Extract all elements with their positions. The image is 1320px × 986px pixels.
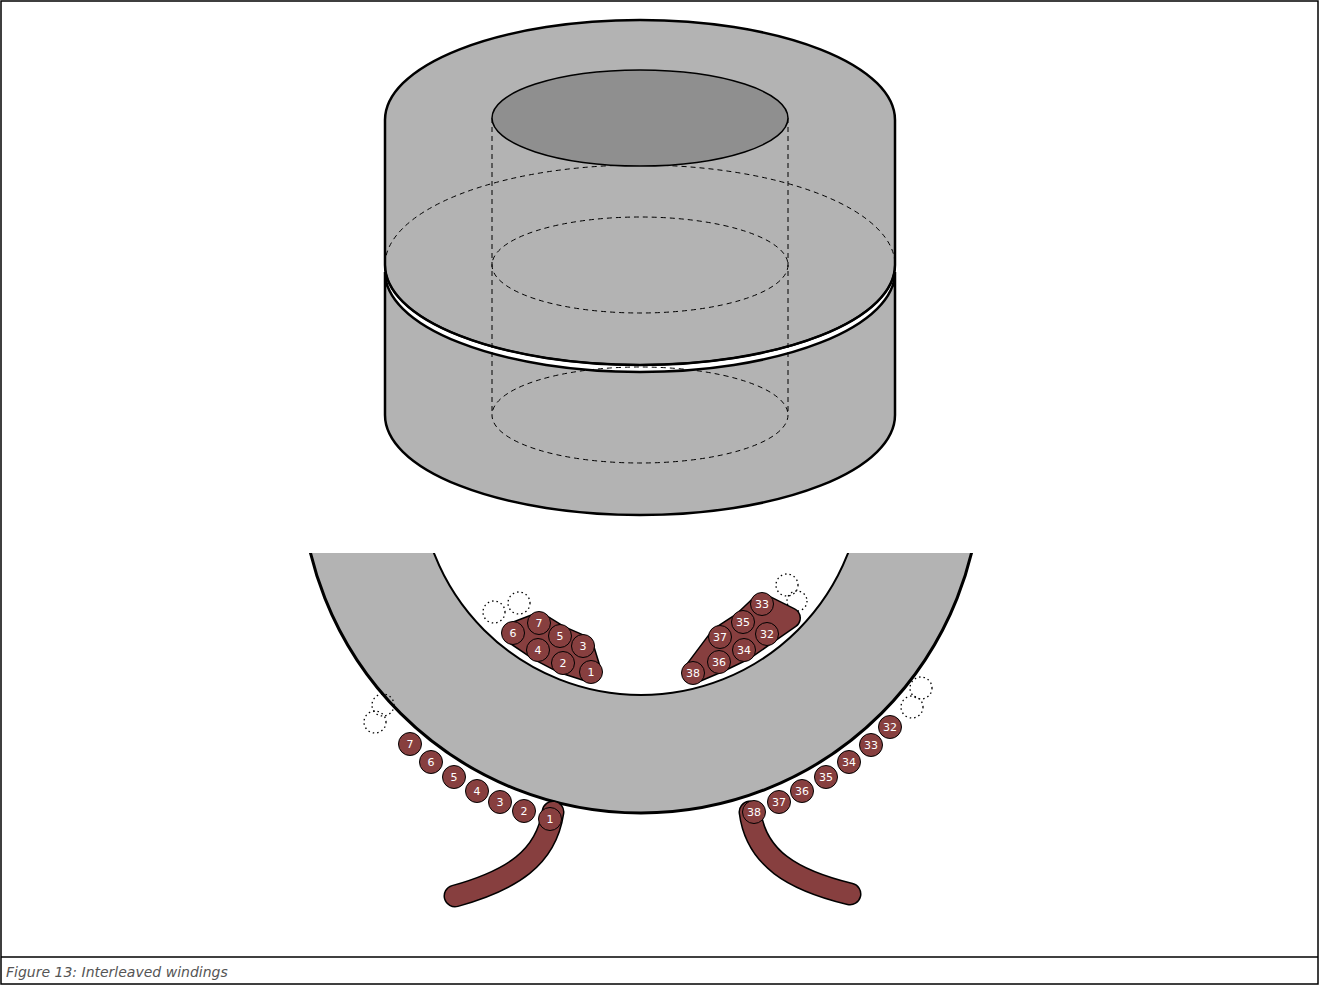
caption-divider [1,956,1318,958]
turn-number: 35 [819,772,833,783]
figure-caption: Figure 13: Interleaved windings [6,964,228,980]
winding-turn: 33 [750,592,774,616]
turn-number: 7 [536,618,543,629]
winding-turn: 34 [732,638,756,662]
turn-number: 2 [560,658,567,669]
winding-turn: 37 [767,790,791,814]
turn-number: 34 [737,645,751,656]
core-3d [385,20,895,515]
turn-number: 1 [547,814,554,825]
winding-turn: 7 [398,732,422,756]
winding-turn: 33 [859,733,883,757]
turn-number: 5 [451,772,458,783]
winding-turn: 7 [527,611,551,635]
winding-turn: 5 [442,765,466,789]
winding-turn: 32 [878,715,902,739]
winding-turn: 6 [501,621,525,645]
hidden-turns [364,574,932,733]
turn-number: 4 [535,645,542,656]
winding-turn: 36 [790,779,814,803]
turn-number: 1 [588,667,595,678]
turn-number: 32 [883,722,897,733]
turn-number: 5 [557,631,564,642]
winding-turn: 36 [707,650,731,674]
winding-turn: 37 [708,625,732,649]
turn-number: 33 [755,599,769,610]
turn-number: 32 [760,629,774,640]
turn-number: 38 [686,668,700,679]
turn-number: 6 [510,628,517,639]
winding-turn: 2 [512,799,536,823]
turn-number: 37 [713,632,727,643]
turn-number: 37 [772,797,786,808]
turn-number: 6 [428,757,435,768]
winding-turn: 1 [538,807,562,831]
turn-number: 33 [864,740,878,751]
winding-turn: 3 [488,790,512,814]
core-section [301,553,981,813]
winding-turn: 32 [755,622,779,646]
turn-number: 38 [747,807,761,818]
turn-number: 3 [580,641,587,652]
winding-turn: 35 [814,765,838,789]
winding-turn: 38 [742,800,766,824]
turn-number: 4 [474,786,481,797]
winding-turn: 6 [419,750,443,774]
winding-wire [455,604,850,896]
winding-turn: 5 [548,624,572,648]
winding-turn: 2 [551,651,575,675]
winding-turn: 3 [571,634,595,658]
turn-number: 7 [407,739,414,750]
winding-turn: 38 [681,661,705,685]
turn-number: 34 [842,757,856,768]
winding-turn: 1 [579,660,603,684]
turn-number: 3 [497,797,504,808]
winding-turn: 34 [837,750,861,774]
turn-number: 36 [712,657,726,668]
winding-turn: 35 [731,610,755,634]
winding-turn: 4 [465,779,489,803]
turn-number: 2 [521,806,528,817]
turn-number: 36 [795,786,809,797]
turn-number: 35 [736,617,750,628]
winding-turn: 4 [526,638,550,662]
